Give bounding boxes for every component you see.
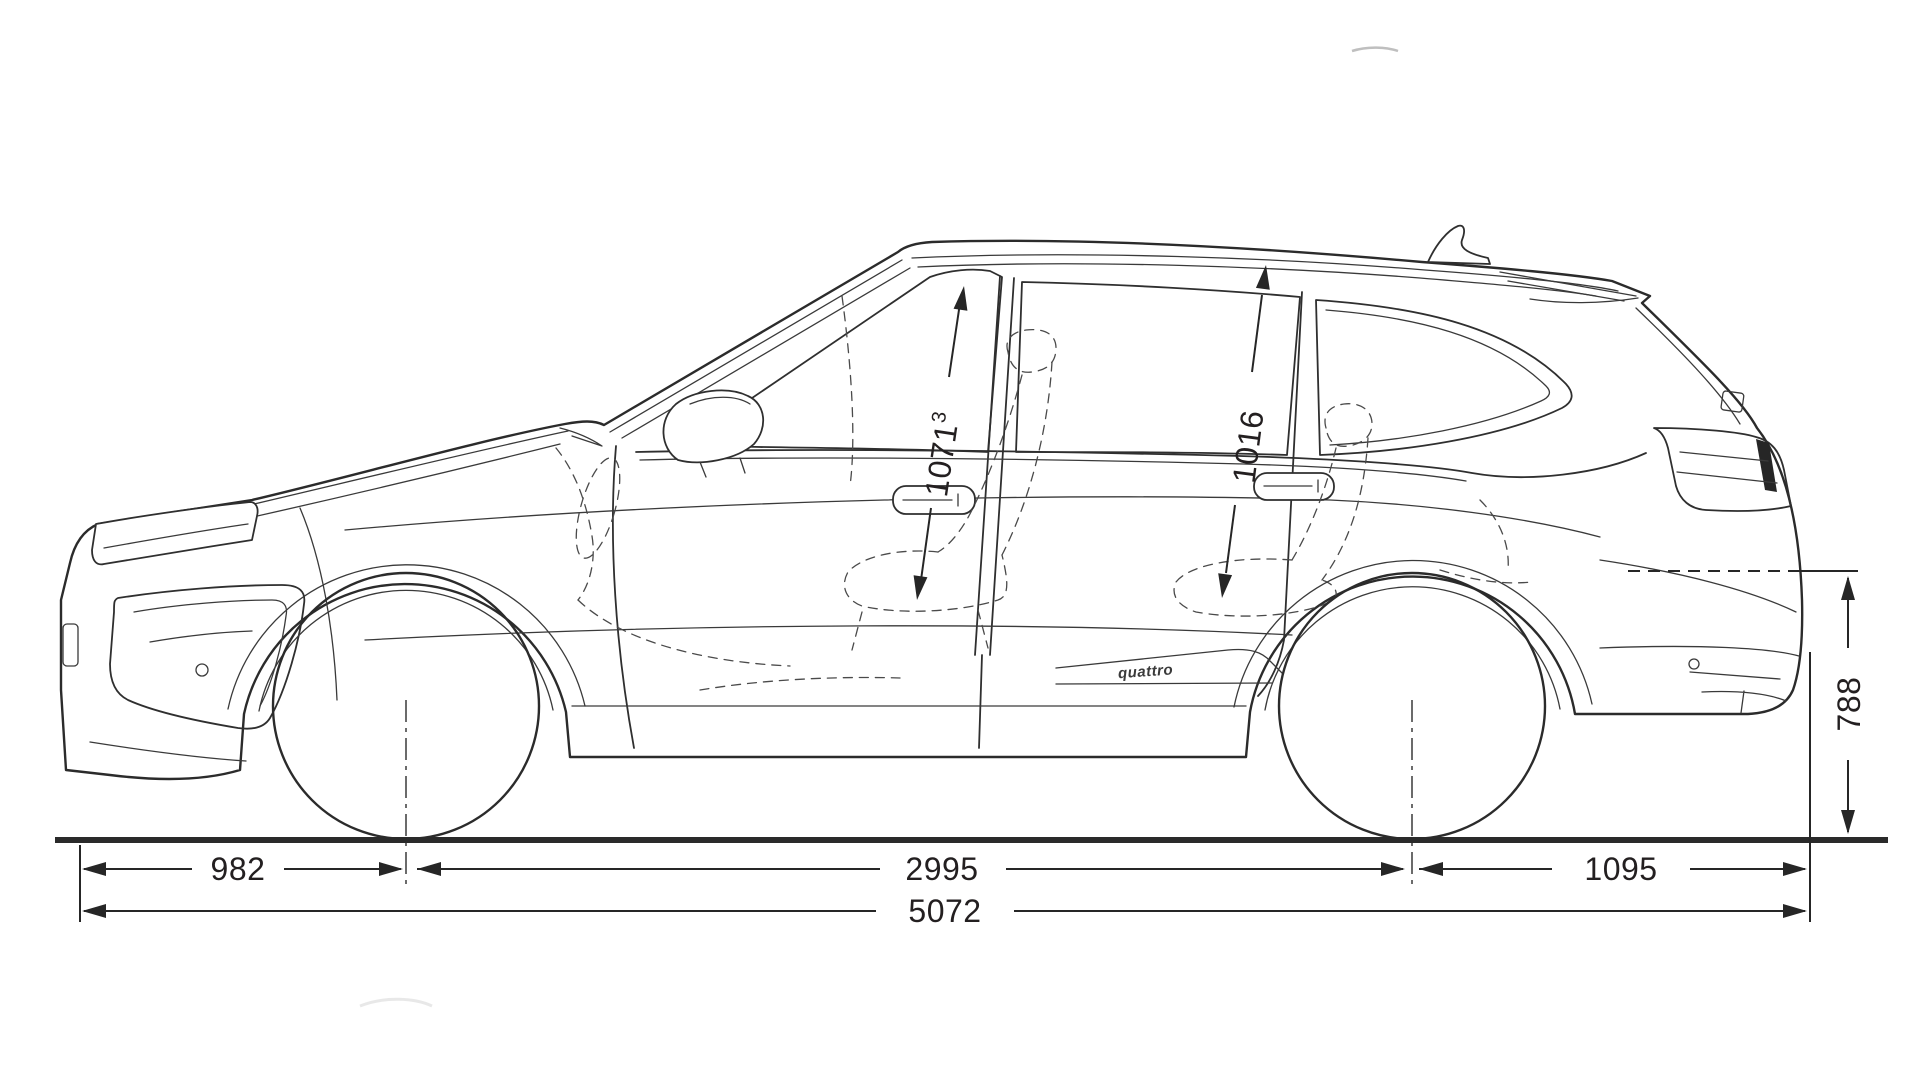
dim-load-height-label: 788 <box>1831 677 1867 732</box>
front-seat-base-dashed <box>851 609 989 651</box>
interior-dashed <box>555 295 1533 691</box>
dim-overall-length-label: 5072 <box>908 893 981 929</box>
roof-rail-line-2 <box>917 263 1597 297</box>
dim-rear-overhang: 1095 <box>1419 851 1807 887</box>
rear-door-handle <box>1253 472 1335 501</box>
tow-eye-cover <box>62 623 79 667</box>
arrow-left-icon <box>82 862 106 876</box>
rear-sensor-dot <box>1688 658 1700 670</box>
front-seat-back-dashed <box>937 374 1023 553</box>
front-intake <box>109 584 306 730</box>
dim-rear-overhang-label: 1095 <box>1584 851 1657 887</box>
arrow-left-icon <box>417 862 441 876</box>
print-artifact-top <box>1351 46 1399 53</box>
spoiler-line-1 <box>1499 271 1637 297</box>
arrow-up-icon <box>1255 265 1270 290</box>
dim-front-interior-height: 10713 <box>913 286 968 600</box>
arrow-up-icon <box>953 286 968 311</box>
rear-reflector-line <box>1689 671 1781 680</box>
arrow-right-icon <box>1381 862 1405 876</box>
front-seat-cushion-dashed <box>843 550 1008 612</box>
front-sensor-dot <box>195 663 209 677</box>
print-artifact-bottom <box>359 997 433 1008</box>
dim-front-overhang: 982 <box>82 851 403 887</box>
antenna-fin-icon <box>1427 224 1491 265</box>
front-fender-flare <box>227 564 586 710</box>
rear-shoulder-crease <box>1599 559 1797 613</box>
dash-panel-dashed <box>555 447 594 601</box>
a-pillar-inner-1 <box>609 259 903 433</box>
headlight-drl-line <box>103 523 249 549</box>
headlight <box>91 501 259 566</box>
floor-dashed <box>577 599 791 667</box>
front-intake-inner <box>133 599 288 707</box>
rear-seat-cushion-dashed <box>1173 558 1337 617</box>
dim-overall-length: 5072 <box>82 893 1807 929</box>
d-pillar-inner <box>1635 307 1741 425</box>
fender-cut <box>299 507 338 701</box>
shoulder-crease <box>344 496 1601 538</box>
cargo-dashed-1 <box>1479 499 1509 571</box>
quarter-window-inner <box>1325 309 1551 446</box>
beltline <box>635 449 1647 478</box>
dim-front-overhang-label: 982 <box>211 851 266 887</box>
arrow-down-icon <box>1841 810 1855 834</box>
dim-wheelbase-label: 2995 <box>905 851 978 887</box>
fuel-door <box>1720 390 1745 413</box>
arrow-down-icon <box>1218 573 1233 598</box>
taillight <box>1653 427 1792 512</box>
arrow-right-icon <box>1783 904 1807 918</box>
rear-bumper-seam <box>1599 645 1800 657</box>
rocker-strip <box>1055 648 1283 685</box>
rear-details <box>1599 390 1800 714</box>
arrow-right-icon <box>379 862 403 876</box>
quattro-badge: quattro <box>1117 661 1173 682</box>
arrow-left-icon <box>1419 862 1443 876</box>
a-pillar-inner-2 <box>621 267 911 439</box>
cargo-dashed-2 <box>1439 569 1533 584</box>
fog-slot <box>149 630 253 643</box>
dim-wheelbase: 2995 <box>417 851 1405 887</box>
front-door-cut <box>612 445 635 749</box>
floor-hump-dashed <box>699 676 901 691</box>
taillight-inner-lines <box>1676 451 1778 484</box>
rear-seat-back-dashed <box>1291 447 1337 561</box>
front-seat-back-edge-dashed <box>1001 361 1053 556</box>
b-pillar <box>974 275 1015 749</box>
body-outline <box>59 239 1804 781</box>
front-chin-line <box>89 741 247 762</box>
arrow-right-icon <box>1783 862 1807 876</box>
dimension-annotations: 982 2995 1095 5072 <box>79 265 1867 929</box>
spoiler-line-2 <box>1507 280 1625 302</box>
rear-seat-back-edge-dashed <box>1321 437 1369 581</box>
beltline-lower <box>639 457 1467 482</box>
quarter-window <box>1315 299 1573 456</box>
dim-rear-interior-height: 1016 <box>1218 265 1271 598</box>
front-seat-headrest-dashed <box>1006 328 1057 373</box>
steering-wheel-dashed <box>575 457 621 559</box>
arrow-down-icon <box>913 575 928 600</box>
vehicle-drawing: quattro <box>59 224 1804 888</box>
rear-seat-headrest-dashed <box>1324 403 1373 447</box>
lower-door-crease <box>364 625 1293 641</box>
taillight-dark-segment <box>1756 439 1777 492</box>
arrow-left-icon <box>82 904 106 918</box>
cowl-line <box>559 427 603 447</box>
arrow-up-icon <box>1841 576 1855 600</box>
dim-load-height: 788 <box>1831 576 1867 834</box>
rear-fender-flare <box>1233 559 1593 708</box>
spoiler-underside <box>1529 297 1639 304</box>
side-mirror <box>662 389 765 478</box>
rear-diffuser <box>1701 690 1787 714</box>
rear-arch-lip <box>1264 586 1561 711</box>
front-door-handle <box>892 485 976 515</box>
